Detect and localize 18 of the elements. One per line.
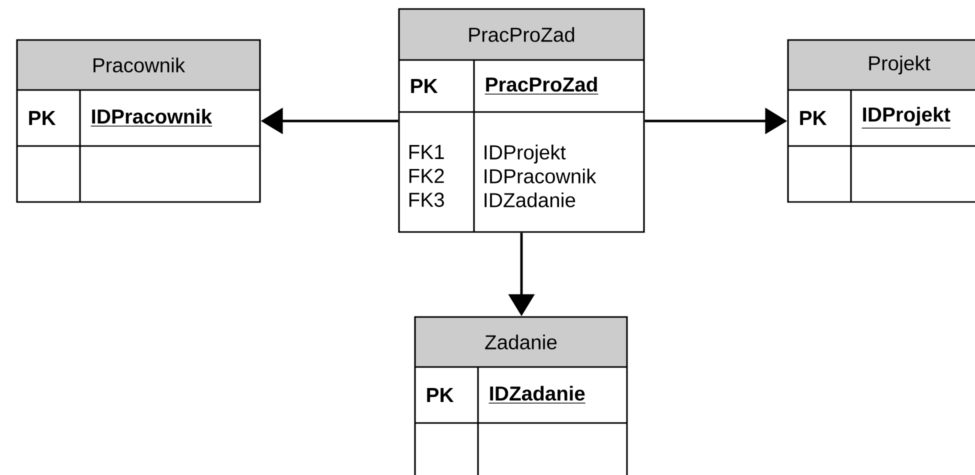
key-label: PK	[411, 79, 438, 93]
key-label: FK1 FK2 FK3	[409, 145, 444, 207]
key-field: IDProjekt	[861, 106, 951, 128]
key-field: IDZadanie	[488, 386, 586, 404]
key-label: PK	[800, 111, 827, 125]
table-title: Projekt	[869, 56, 930, 74]
key-label: PK	[427, 388, 454, 402]
entity-table	[414, 316, 628, 475]
key-field: PracProZad	[484, 76, 599, 94]
key-label: PK	[29, 111, 56, 125]
key-field: IDPracownik	[90, 108, 212, 126]
table-title: Pracownik	[94, 58, 186, 72]
table-title: Zadanie	[485, 334, 557, 350]
field-list: IDProjekt IDPracownik IDZadanie	[484, 144, 596, 208]
entity-table	[16, 39, 261, 203]
entity-table	[787, 39, 975, 203]
table-title: PracProZad	[469, 27, 574, 42]
entity-table	[398, 8, 645, 233]
